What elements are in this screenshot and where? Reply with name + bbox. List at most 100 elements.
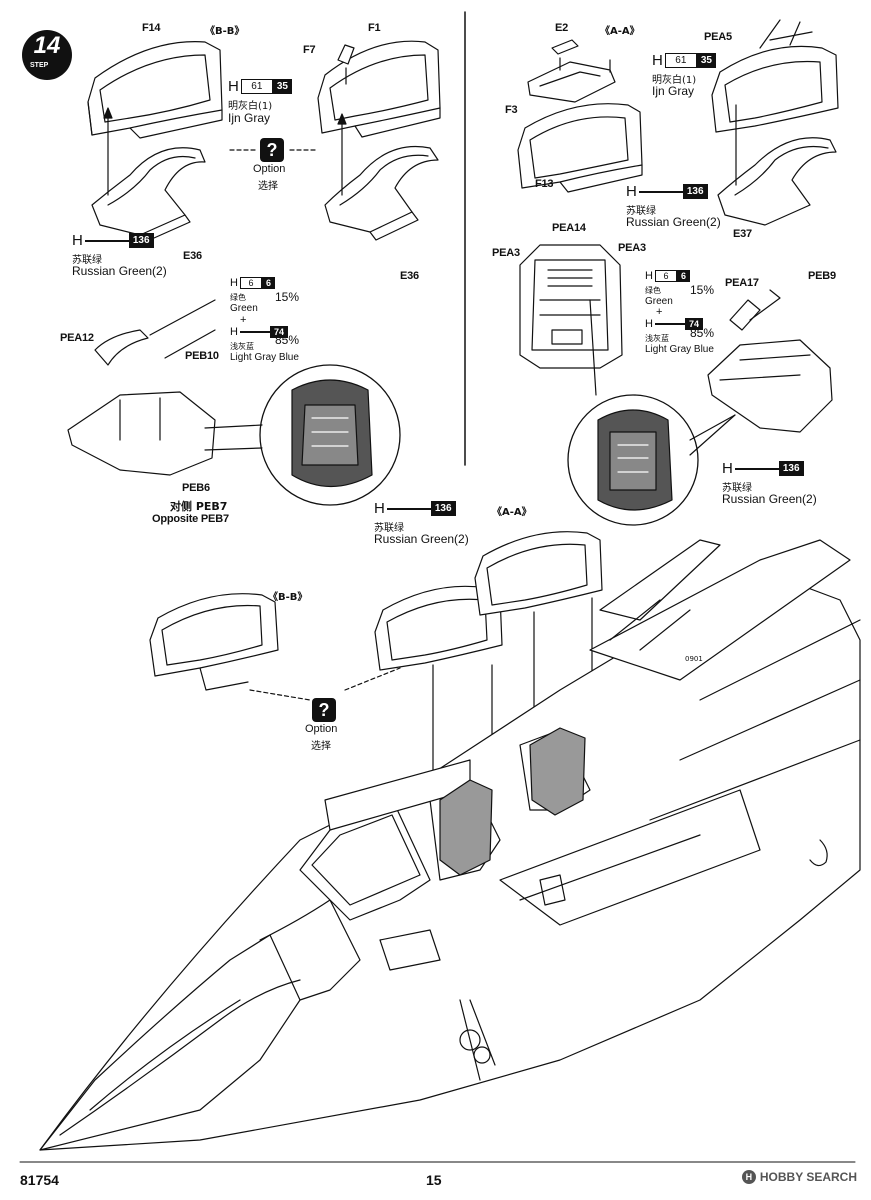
canopy-aa-main [474, 531, 603, 616]
paint-h: H [228, 78, 239, 95]
part-label-e36-left: E36 [183, 250, 202, 262]
part-label-pea5: PEA5 [704, 31, 732, 43]
paint-code: 6 [654, 270, 677, 282]
part-label-f13: F13 [535, 178, 554, 190]
paint-ijn-gray-left: H 61 35 [228, 78, 292, 95]
part-label-peb6: PEB6 [182, 482, 210, 494]
paint-cn-ijn-right: 明灰白(1) [652, 75, 697, 86]
paint-en-rg-ml: Russian Green(2) [374, 532, 469, 546]
paint-russian-green-tr: H 136 [626, 183, 708, 200]
paint-pct-green-left: 15% [275, 290, 300, 304]
part-label-pea17: PEA17 [725, 277, 759, 289]
part-label-peb9: PEB9 [808, 270, 836, 282]
section-bb-main: 《B-B》 [268, 592, 308, 603]
paint-alt: 35 [696, 53, 716, 68]
paint-green-right: H 6 6 [645, 270, 690, 282]
option-en-bottom: Option [305, 723, 338, 735]
hobby-search-icon: H [741, 1170, 756, 1184]
paint-alt: 35 [272, 79, 292, 94]
paint-h: H [645, 270, 653, 282]
paint-h: H [722, 460, 733, 477]
paint-h: H [645, 318, 653, 330]
part-label-e2: E2 [555, 22, 569, 34]
paint-pct-green-right: 15% [690, 283, 715, 297]
plus-right: + [656, 306, 663, 318]
paint-cn-rg-tr: 苏联绿 [626, 206, 656, 217]
watermark-text: HOBBY SEARCH [759, 1170, 857, 1184]
paint-pct-lgb-right: 85% [690, 326, 715, 340]
paint-cn-rg-left: 苏联绿 [72, 255, 102, 266]
question-icon-bottom: ? [312, 698, 336, 722]
paint-alt: 6 [676, 270, 690, 282]
paint-cn-rg-ml: 苏联绿 [374, 523, 404, 534]
paint-code: 61 [664, 53, 697, 68]
part-f3 [527, 61, 616, 103]
canopy-f14 [87, 41, 223, 139]
option-cn-top: 选择 [258, 181, 278, 192]
paint-code: 136 [682, 184, 708, 199]
cockpit-seats [439, 727, 586, 876]
canopy-f13 [517, 103, 643, 193]
paint-h: H [374, 500, 385, 517]
part-label-pea14: PEA14 [552, 222, 586, 234]
paint-pct-lgb-left: 85% [275, 333, 300, 347]
paint-en-green-left: Green [230, 303, 258, 314]
paint-alt: 6 [261, 277, 275, 289]
paint-swatch [239, 331, 270, 333]
seat-tub-pea14 [519, 244, 623, 369]
option-cn-bottom: 选择 [311, 741, 331, 752]
frame-e36-right [324, 145, 439, 241]
canopy-bb-option [149, 593, 279, 691]
paint-cn-lgb-right: 浅灰蓝 [645, 334, 669, 343]
paint-russian-green-mr: H 136 [722, 460, 804, 477]
part-label-e37: E37 [733, 228, 752, 240]
kit-code: 81754 [20, 1172, 59, 1188]
step-number: 14 [33, 32, 61, 59]
paint-code: 6 [239, 277, 262, 289]
aircraft-label: 0901 [685, 655, 703, 663]
part-label-f1: F1 [368, 22, 381, 34]
magnifier-left [259, 364, 401, 506]
paint-code: 61 [240, 79, 273, 94]
option-en-top: Option [253, 163, 286, 175]
section-aa-main: 《A-A》 [492, 507, 532, 518]
paint-en-ijn-left: Ijn Gray [228, 111, 271, 125]
paint-en-rg-tr: Russian Green(2) [626, 215, 721, 229]
paint-ijn-gray-right: H 61 35 [652, 52, 716, 69]
paint-h: H [230, 277, 238, 289]
paint-h: H [230, 326, 238, 338]
frame-e36-left [91, 147, 206, 243]
paint-swatch [654, 323, 685, 325]
paint-lgb-right: H 74 [645, 318, 703, 330]
section-aa-top: 《A-A》 [600, 26, 640, 37]
part-label-opposite-en: Opposite PEB7 [152, 513, 229, 525]
part-label-pea3-right: PEA3 [618, 242, 646, 254]
part-f7 [337, 44, 355, 65]
part-label-f3: F3 [505, 104, 518, 116]
step-badge: 14 STEP [22, 30, 72, 80]
paint-cn-lgb-left: 浅灰蓝 [230, 342, 254, 351]
section-bb-top: 《B-B》 [205, 26, 245, 37]
paint-code: 136 [778, 461, 804, 476]
part-label-opposite-cn: 对侧 PEB7 [170, 500, 228, 513]
seat-pea17 [707, 289, 833, 433]
paint-green-left: H 6 6 [230, 277, 275, 289]
paint-lgb-left: H 74 [230, 326, 288, 338]
part-label-e36-right: E36 [400, 270, 419, 282]
paint-code: 74 [684, 318, 703, 330]
paint-cn-ijn-left: 明灰白(1) [228, 101, 273, 112]
plus-left: + [240, 314, 247, 326]
paint-en-ijn-right: Ijn Gray [652, 84, 695, 98]
paint-russian-green-ml: H 136 [374, 500, 456, 517]
page-number: 15 [426, 1172, 442, 1188]
canopy-f1 [317, 40, 441, 138]
part-e2 [551, 39, 579, 55]
question-icon-top: ? [260, 138, 284, 162]
paint-code: 136 [128, 233, 154, 248]
paint-h: H [72, 232, 83, 249]
step-word: STEP [30, 62, 49, 69]
paint-cn-green-left: 绿色 [230, 293, 246, 302]
paint-h: H [626, 183, 637, 200]
